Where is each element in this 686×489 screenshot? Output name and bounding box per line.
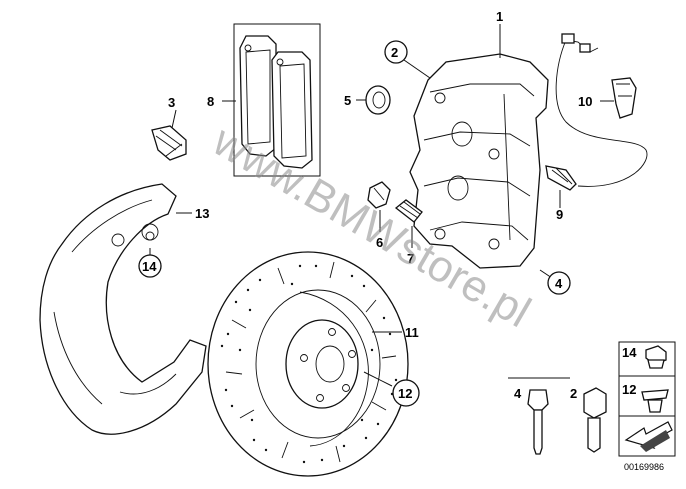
label-10: 10 (578, 94, 592, 109)
brake-dust-shield[interactable] (39, 183, 207, 435)
label-6: 6 (376, 235, 383, 250)
label-14: 14 (142, 259, 157, 274)
brake-caliper[interactable] (409, 53, 549, 269)
legend-bolt-4[interactable] (508, 377, 570, 455)
sensor-clip[interactable] (611, 77, 637, 119)
legend-label-4: 4 (514, 386, 522, 401)
legend-arrow-box (618, 415, 676, 457)
label-8: 8 (207, 94, 214, 109)
spring-clip[interactable] (151, 125, 187, 161)
legend-label-2: 2 (570, 386, 577, 401)
label-12: 12 (398, 386, 412, 401)
label-1: 1 (496, 9, 503, 24)
bleeder-valve[interactable] (367, 181, 391, 209)
seal-ring[interactable] (365, 85, 391, 115)
label-4: 4 (555, 276, 563, 291)
legend-bolt-2[interactable] (583, 387, 607, 453)
label-9: 9 (556, 207, 563, 222)
brake-wear-sensor[interactable] (545, 33, 648, 191)
bleeder-screw[interactable] (394, 199, 423, 223)
legend-label-14: 14 (622, 345, 637, 360)
brake-pads-box[interactable] (233, 23, 321, 177)
label-3: 3 (168, 95, 175, 110)
legend-label-12: 12 (622, 382, 636, 397)
legend-box-12[interactable] (618, 375, 676, 417)
label-11: 11 (405, 325, 419, 340)
label-7: 7 (407, 251, 414, 266)
label-13: 13 (195, 206, 209, 221)
label-2: 2 (391, 45, 398, 60)
brake-disc[interactable] (207, 251, 409, 477)
label-5: 5 (344, 93, 351, 108)
diagram-code: 00169986 (624, 462, 664, 472)
